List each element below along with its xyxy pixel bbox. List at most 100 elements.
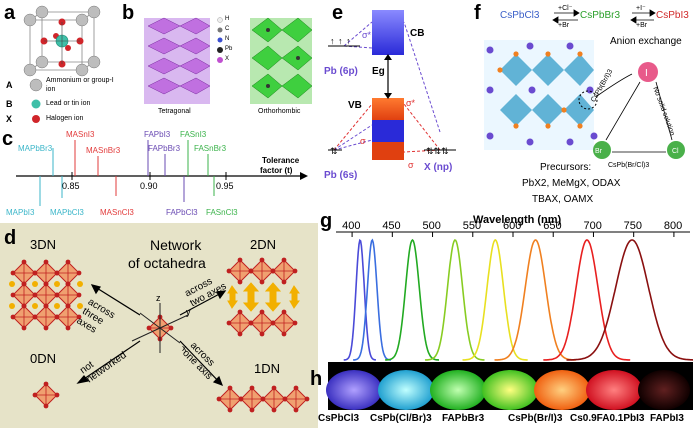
svg-text:⇅: ⇅ (330, 146, 338, 156)
wavelength-title: Wavelength (nm) (473, 214, 562, 226)
wavelength-tick-label: 550 (462, 220, 482, 232)
legend-text-b: Lead or tin ion (46, 100, 91, 107)
panel-h: h CsPbCl3 CsPb(Cl/Br)3 FAPbBr3 CsPb(Br/I… (310, 362, 693, 428)
legend-key-a: A (6, 80, 13, 90)
anion-exchange-diagram: I Br Cl (484, 9, 685, 159)
tick-085: 0.85 (62, 181, 80, 191)
panel-d: d Network of octahedra 3DN 2DN 0DN 1DN (0, 223, 318, 428)
sample-cspb-cl-br: CsPb(Cl/Br)3 (370, 413, 432, 424)
label-fasncl3: FASnCl3 (206, 208, 238, 217)
label-pb6s: Pb (6s) (324, 170, 358, 181)
vials-photo (326, 362, 693, 410)
label-mapbcl3: MAPbCl3 (50, 208, 84, 217)
svg-text:↑: ↑ (346, 36, 351, 46)
panel-c: c 0.85 0.90 0.95 Tolerance factor (t) MA… (0, 128, 320, 223)
precursors-title: Precursors: (540, 162, 592, 173)
eq-cspbi3: CsPbI3 (656, 10, 689, 21)
cycle-label-br-cl: CsPb(Br/Cl)3 (608, 162, 650, 169)
wavelength-tick-label: 400 (342, 220, 361, 232)
legend-n: N (225, 36, 230, 42)
eq-plus-br-2: +Br (636, 22, 648, 29)
panel-label-h: h (310, 368, 323, 390)
label-sigma-star-cb: σ* (362, 30, 372, 40)
svg-text:⇅⇅⇅: ⇅⇅⇅ (426, 146, 449, 156)
caption-orthorhombic: Orthorhombic (258, 108, 301, 115)
label-pb6p: Pb (6p) (324, 66, 358, 77)
dim-2dn: 2DN (250, 237, 277, 252)
wavelength-tick-label: 650 (543, 220, 562, 232)
anion-exchange-title: Anion exchange (610, 36, 682, 47)
legend-key-b: B (6, 99, 13, 109)
caption-tetragonal: Tetragonal (158, 108, 191, 115)
legend-text-x: Halogen ion (46, 115, 84, 122)
spectrum-series-1 (353, 238, 391, 361)
sample-fapbi3: FAPbI3 (650, 413, 684, 424)
unit-cell-diagram (23, 5, 101, 123)
wavelength-tick-label: 450 (382, 220, 401, 232)
sample-cspb-br-i: CsPb(Br/I)3 (508, 413, 563, 424)
spectrum-series-0 (343, 238, 376, 361)
dim-0dn: 0DN (30, 351, 57, 366)
label-fapbbr3: FAPbBr3 (148, 144, 181, 153)
octahedra-network (9, 257, 310, 413)
legend-pb: Pb (225, 46, 233, 52)
panel-label-d: d (4, 227, 17, 249)
svg-text:↑: ↑ (338, 36, 343, 46)
label-masncl3: MASnCl3 (100, 208, 134, 217)
wavelength-tick-label: 800 (663, 220, 683, 232)
wavelength-tick-label: 750 (623, 220, 643, 232)
sample-cs09fa01pbi3: Cs0.9FA0.1PbI3 (570, 413, 645, 424)
panel-label-a: a (4, 2, 16, 24)
spectrum-series-3 (424, 239, 485, 361)
precursors-line-1: PbX2, MeMgX, ODAX (522, 178, 621, 189)
wavelength-tick-label: 600 (503, 220, 522, 232)
label-masnbr3: MASnBr3 (86, 146, 121, 155)
axis-z: z (156, 293, 161, 303)
svg-text:Cl: Cl (672, 148, 679, 155)
dim-3dn: 3DN (30, 237, 57, 252)
svg-text:I: I (645, 68, 648, 79)
band-diagram: ↑↑↑⇅⇅⇅⇅ (328, 10, 456, 160)
legend-x: X (225, 56, 230, 62)
panel-label-g: g (320, 210, 333, 232)
legend-key-x: X (6, 114, 13, 124)
label-fasni3: FASnI3 (180, 130, 207, 139)
label-masni3: MASnI3 (66, 130, 95, 139)
svg-text:↑: ↑ (330, 36, 335, 46)
spectrum-series-7 (566, 239, 693, 361)
panel-label-e: e (332, 2, 344, 24)
tolerance-axis (16, 140, 308, 206)
legend-c: C (225, 26, 230, 32)
spectrum-series-2 (385, 238, 439, 361)
eq-cspbcl3: CsPbCl3 (500, 10, 540, 21)
label-cb: CB (410, 28, 425, 39)
eq-plus-br-1: +Br (558, 22, 570, 29)
pl-spectra-chart (336, 231, 693, 361)
label-mapbbr3: MAPbBr3 (18, 144, 53, 153)
panel-label-c: c (2, 128, 14, 150)
label-eg: Eg (372, 66, 385, 77)
label-mapbi3: MAPbI3 (6, 208, 35, 217)
spectrum-series-4 (462, 239, 528, 361)
axis-y: y (186, 307, 191, 317)
network-title-2: of octahedra (128, 255, 206, 271)
eq-cspbbr3: CsPbBr3 (580, 10, 621, 21)
panel-e: e ↑↑↑⇅⇅⇅⇅ CB Eg VB Pb (6p) Pb (6s) X (np… (320, 0, 470, 230)
label-sigma-left: σ (360, 136, 366, 146)
label-sigma-star-vb: σ* (406, 98, 416, 108)
legend-h: H (225, 16, 230, 22)
spectrum-series-6 (543, 239, 631, 361)
panel-f: f CsPbCl3 +Cl⁻ +Br CsPbBr3 +I⁻ +Br CsPbI… (470, 0, 693, 210)
panel-label-b: b (122, 2, 135, 24)
wavelength-tick-label: 500 (422, 220, 441, 232)
network-title-1: Network (150, 237, 202, 253)
precursors-line-2: TBAX, OAMX (532, 194, 594, 205)
tick-090: 0.90 (140, 181, 158, 191)
label-sigma-right: σ (408, 160, 414, 170)
label-fasnbr3: FASnBr3 (194, 144, 227, 153)
panel-a: a A Ammonium or group-I ion B Lead or ti… (0, 0, 120, 130)
panel-b: b H C N Pb X Tetragonal Ort (120, 0, 320, 130)
axis-title-2: factor (t) (260, 166, 293, 175)
legend-text-a: Ammonium or group-I ion (46, 77, 114, 93)
